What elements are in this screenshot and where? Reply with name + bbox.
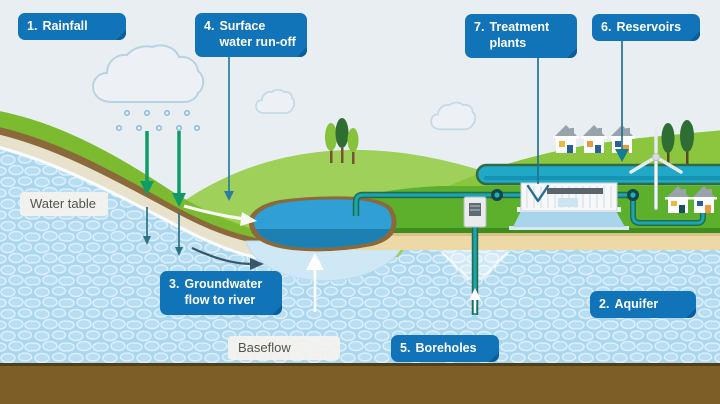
water-table-line [0, 146, 271, 262]
sand-strip [346, 233, 720, 250]
groundwater-flow-arrow [191, 247, 264, 270]
label-groundwater-flow: 3. Groundwater flow to river [160, 271, 282, 315]
borehole-pump-icon [463, 196, 487, 228]
label-number: 4. [204, 19, 215, 33]
label-text: Aquifer [614, 297, 659, 311]
river [248, 196, 397, 252]
label-aquifer: 2. Aquifer [590, 291, 696, 319]
label-text: Groundwater flow to river [184, 277, 263, 308]
soil-layer [0, 127, 267, 250]
label-number: 5. [400, 341, 411, 355]
label-rainfall: 1. Rainfall [18, 13, 126, 41]
baseflow-zone [245, 240, 405, 282]
borehole-uptake-arrow [469, 288, 481, 313]
label-baseflow: Baseflow [228, 336, 340, 361]
bedrock [0, 363, 720, 404]
raindrop-icon [115, 109, 201, 132]
rain-cloud-icon [91, 44, 205, 103]
treatment-plant-icon [509, 182, 629, 230]
label-number: 7. [474, 20, 485, 34]
label-number: 6. [601, 20, 612, 34]
tree-icon [325, 118, 694, 164]
label-connectors [224, 40, 629, 203]
label-text: Water table [30, 196, 96, 211]
label-text: Baseflow [238, 340, 291, 355]
label-text: Boreholes [415, 341, 477, 355]
house-icon [665, 186, 717, 213]
wind-turbine-icon [629, 126, 683, 210]
label-treatment-plants: 7. Treatment plants [465, 14, 577, 58]
label-number: 1. [27, 19, 38, 33]
baseflow-arrow [306, 253, 324, 312]
pipe-junction-icon [491, 189, 639, 201]
label-text: Reservoirs [616, 20, 682, 34]
label-surface-runoff: 4. Surface water run-off [195, 13, 307, 57]
label-text: Rainfall [42, 19, 88, 33]
runoff-arrow [183, 204, 257, 226]
label-number: 3. [169, 277, 180, 291]
label-reservoirs: 6. Reservoirs [592, 14, 700, 42]
label-water-table: Water table [20, 192, 108, 217]
label-text: Treatment plants [489, 20, 550, 51]
reservoir-canal [475, 163, 720, 186]
infiltration-arrows [140, 131, 186, 256]
label-boreholes: 5. Boreholes [391, 335, 499, 363]
label-text: Surface water run-off [219, 19, 296, 50]
aquifer-zone [0, 146, 720, 404]
label-number: 2. [599, 297, 610, 311]
